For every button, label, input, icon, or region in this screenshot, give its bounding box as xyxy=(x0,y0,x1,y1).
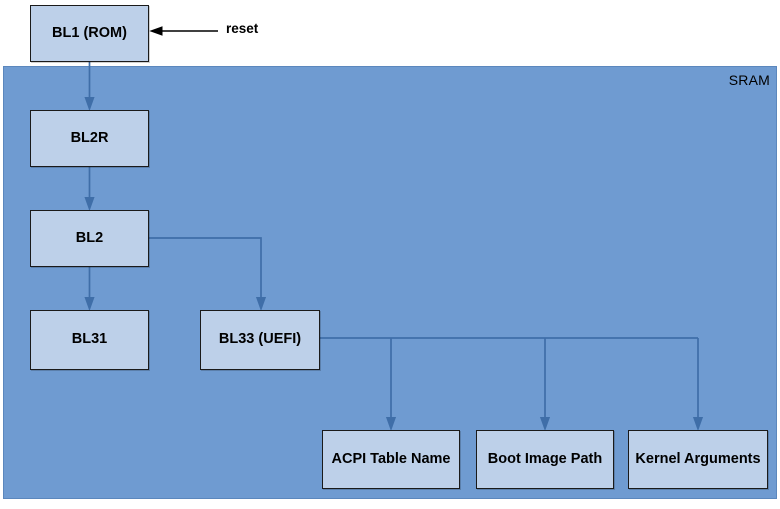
reset-signal-label: reset xyxy=(226,21,259,36)
node-bl31[interactable]: BL31 xyxy=(30,310,149,370)
node-kernel-arguments-label: Kernel Arguments xyxy=(635,450,761,467)
node-bl33-uefi-label: BL33 (UEFI) xyxy=(218,331,302,348)
node-bl31-label: BL31 xyxy=(71,331,108,348)
node-boot-image-path-label: Boot Image Path xyxy=(487,450,603,467)
node-kernel-arguments[interactable]: Kernel Arguments xyxy=(628,430,768,489)
node-bl33-uefi[interactable]: BL33 (UEFI) xyxy=(200,310,320,370)
node-bl2-label: BL2 xyxy=(75,229,104,246)
node-bl1[interactable]: BL1 (ROM) xyxy=(30,5,149,62)
node-acpi-table-name-label: ACPI Table Name xyxy=(331,450,451,467)
node-bl2r[interactable]: BL2R xyxy=(30,110,149,167)
node-bl2r-label: BL2R xyxy=(70,129,109,146)
node-bl2[interactable]: BL2 xyxy=(30,210,149,267)
node-bl1-label: BL1 (ROM) xyxy=(52,24,127,41)
node-boot-image-path[interactable]: Boot Image Path xyxy=(476,430,614,489)
sram-region-label: SRAM xyxy=(728,72,770,88)
node-acpi-table-name[interactable]: ACPI Table Name xyxy=(322,430,460,489)
